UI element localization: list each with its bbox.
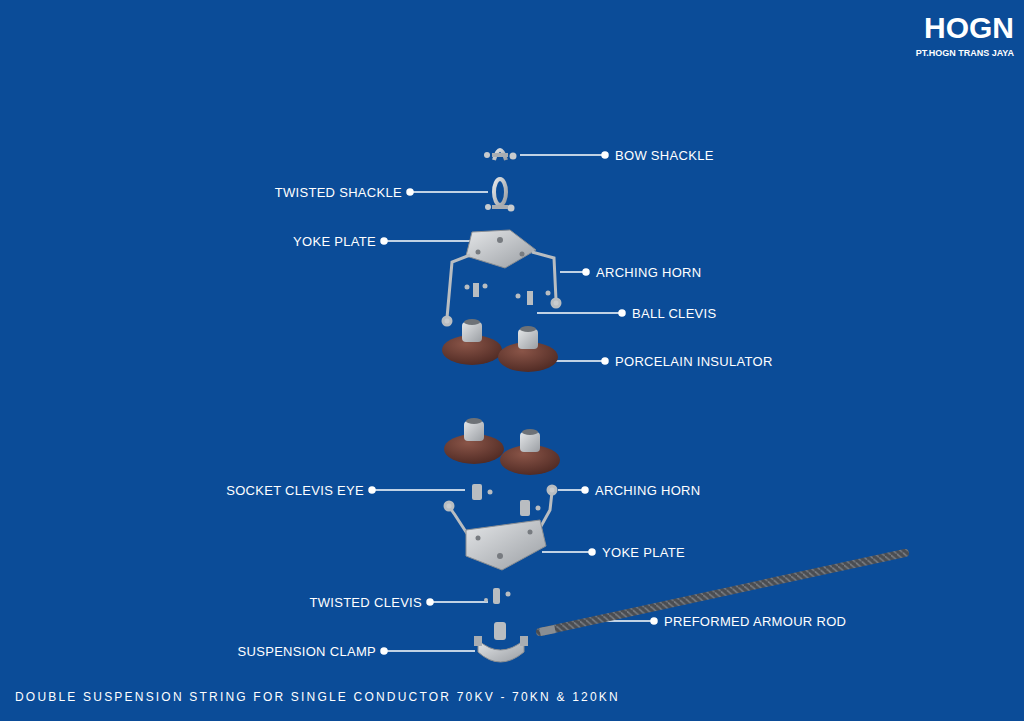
drawing-part: [532, 252, 556, 300]
drawing-part: [497, 553, 503, 559]
drawing-part: [527, 291, 533, 305]
drawing-part: [472, 484, 482, 500]
part-label: SUSPENSION CLAMP: [238, 645, 376, 658]
drawing-part: [384, 240, 470, 242]
drawing-part: [540, 629, 555, 632]
drawing-part: [540, 553, 905, 632]
drawing-part: [445, 502, 453, 510]
drawing-part: [602, 358, 608, 364]
ball-clevis: [465, 283, 551, 305]
drawing-part: [493, 588, 500, 604]
drawing-part: [556, 360, 605, 362]
drawing-part: [651, 618, 657, 624]
drawing-part: [450, 508, 468, 535]
drawing-part: [536, 506, 541, 511]
preformed-armour-rod: [540, 553, 905, 632]
drawing-part: [542, 551, 592, 553]
drawing-part: [510, 153, 517, 160]
caption: DOUBLE SUSPENSION STRING FOR SINGLE COND…: [15, 691, 620, 703]
drawing-part: [447, 255, 470, 318]
arching-horn: [443, 252, 560, 325]
drawing-part: [494, 622, 506, 640]
drawing-part: [427, 599, 433, 605]
drawing-part: [522, 429, 538, 435]
yoke-plate: [466, 230, 536, 268]
drawing-part: [488, 490, 493, 495]
drawing-part: [473, 283, 479, 297]
part-label: PREFORMED ARMOUR ROD: [664, 615, 846, 628]
drawing-part: [430, 601, 488, 603]
porcelain-insulator: [442, 319, 558, 372]
drawing-part: [516, 294, 521, 299]
drawing-part: [528, 530, 533, 535]
drawing-part: [520, 154, 605, 156]
drawing-part: [372, 489, 465, 491]
drawing-part: [548, 486, 556, 494]
drawing-part: [476, 536, 481, 541]
drawing-part: [602, 152, 608, 158]
drawing-part: [589, 549, 595, 555]
drawing-part: [483, 284, 488, 289]
part-label: YOKE PLATE: [293, 235, 376, 248]
leader-lines: [369, 152, 657, 654]
part-label: YOKE PLATE: [602, 546, 685, 559]
twisted-shackle: [485, 179, 515, 212]
part-label: PORCELAIN INSULATOR: [615, 355, 773, 368]
socket-clevis-eye: [472, 484, 541, 516]
drawing-part: [384, 650, 475, 652]
drawing-part: [465, 285, 470, 290]
drawing-part: [466, 230, 536, 268]
part-label: BOW SHACKLE: [615, 149, 714, 162]
drawing-part: [494, 179, 506, 205]
part-label: TWISTED SHACKLE: [275, 186, 402, 199]
drawing-part: [492, 205, 508, 209]
drawing-part: [443, 317, 451, 325]
drawing-part: [466, 418, 482, 424]
twisted-clevis: [484, 588, 511, 604]
drawing-part: [484, 152, 490, 158]
part-label: ARCHING HORN: [596, 266, 701, 279]
drawing-part: [546, 291, 551, 296]
drawing-part: [552, 299, 560, 307]
drawing-part: [582, 487, 588, 493]
part-label: TWISTED CLEVIS: [309, 596, 422, 609]
drawing-part: [476, 250, 481, 255]
part-label: ARCHING HORN: [595, 484, 700, 497]
drawing-part: [381, 648, 387, 654]
drawing-part: [484, 598, 488, 602]
drawing-part: [506, 592, 511, 597]
drawing-part: [478, 640, 524, 662]
bow-shackle: [484, 150, 517, 160]
drawing-part: [410, 191, 488, 193]
company-name: PT.HOGN TRANS JAYA: [916, 49, 1014, 58]
drawing-part: [492, 153, 508, 157]
logo-mark: HOGN: [924, 13, 1014, 43]
drawing-part: [558, 489, 585, 491]
drawing-part: [464, 319, 480, 325]
drawing-part: [474, 636, 482, 646]
part-label: BALL CLEVIS: [632, 307, 716, 320]
drawing-part: [540, 492, 552, 528]
drawing-part: [381, 238, 387, 244]
porcelain-insulator: [444, 418, 560, 475]
drawing-part: [520, 636, 528, 646]
drawing-part: [407, 189, 413, 195]
drawing-part: [520, 252, 525, 257]
drawing-part: [520, 500, 530, 516]
drawing-part: [369, 487, 375, 493]
drawing-part: [619, 310, 625, 316]
drawing-part: [537, 312, 622, 314]
drawing-part: [560, 271, 586, 273]
suspension-clamp: [474, 622, 528, 662]
drawing-part: [497, 237, 503, 243]
part-label: SOCKET CLEVIS EYE: [226, 484, 364, 497]
drawing-part: [508, 205, 515, 212]
drawing-part: [520, 326, 536, 332]
drawing-part: [485, 204, 491, 210]
drawing-part: [466, 520, 546, 570]
drawing-part: [583, 269, 589, 275]
yoke-plate: [466, 520, 546, 570]
